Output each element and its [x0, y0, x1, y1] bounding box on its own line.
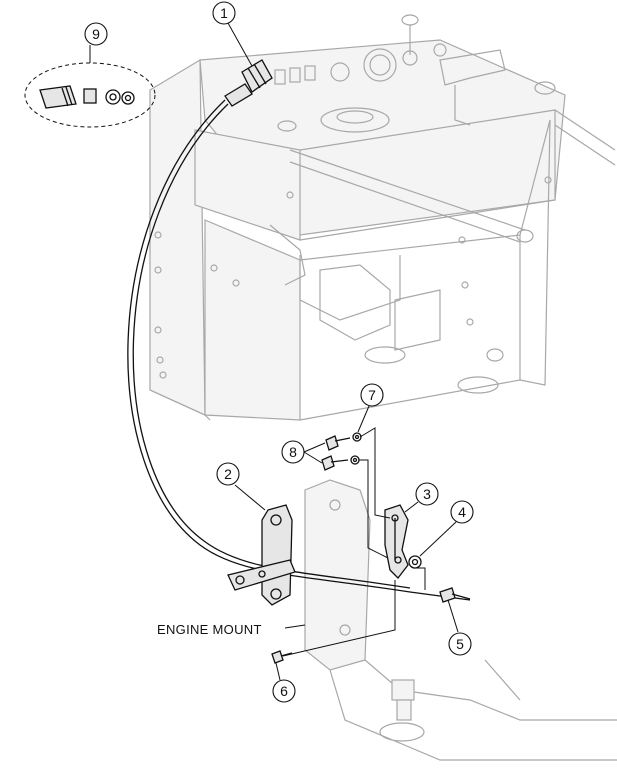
callout-6: 6: [272, 679, 296, 703]
callout-1: 1: [212, 1, 236, 25]
callout-3-label: 3: [423, 486, 431, 502]
lock-washers: [350, 432, 362, 465]
cable-bracket: [227, 504, 296, 606]
callout-4: 4: [450, 500, 474, 524]
clamp-screw: [439, 587, 471, 603]
bolts: [321, 435, 351, 471]
hardware-kit-inset: [24, 62, 156, 128]
engine-mount-label: ENGINE MOUNT: [157, 622, 262, 637]
callout-1-label: 1: [220, 5, 228, 21]
callout-9: 9: [84, 22, 108, 46]
callout-7-label: 7: [368, 387, 376, 403]
bottom-screw: [271, 650, 293, 664]
callout-3: 3: [415, 482, 439, 506]
assembly-lines: [282, 427, 426, 657]
callout-5: 5: [448, 632, 472, 656]
callout-2-label: 2: [224, 466, 232, 482]
machine-frame: [149, 14, 617, 761]
callout-8: 8: [281, 440, 305, 464]
callout-6-label: 6: [280, 683, 288, 699]
throttle-cable: [127, 59, 471, 601]
callout-9-label: 9: [92, 26, 100, 42]
callout-2: 2: [216, 462, 240, 486]
callout-5-label: 5: [456, 636, 464, 652]
callout-7: 7: [360, 383, 384, 407]
washer: [408, 555, 422, 569]
callout-4-label: 4: [458, 504, 466, 520]
callout-8-label: 8: [289, 444, 297, 460]
throttle-lever: [384, 504, 409, 579]
callout-leaders: [89, 22, 459, 681]
